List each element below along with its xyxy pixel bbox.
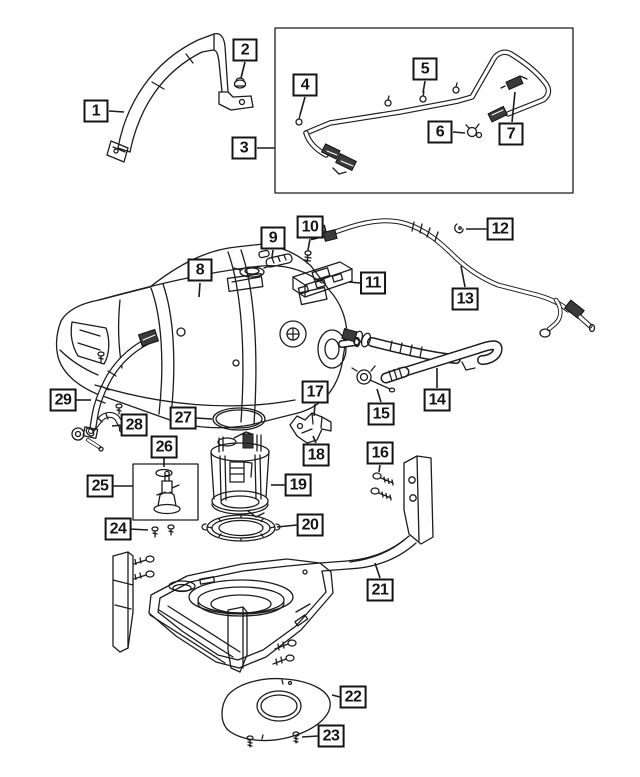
part-fuel-pump-kit	[132, 463, 199, 521]
part-bracket	[289, 412, 332, 444]
callout-4[interactable]: 4	[292, 73, 318, 97]
part-tank-seal	[212, 407, 266, 431]
part-mounting-screws	[370, 472, 394, 501]
callout-17[interactable]: 17	[301, 380, 329, 404]
part-line-clip	[419, 91, 427, 103]
callout-16[interactable]: 16	[366, 441, 394, 465]
callout-5[interactable]: 5	[412, 57, 438, 81]
part-skid-plate	[112, 455, 434, 673]
callout-24[interactable]: 24	[104, 517, 132, 541]
callout-3[interactable]: 3	[231, 136, 257, 160]
callout-9[interactable]: 9	[260, 226, 286, 250]
callout-28[interactable]: 28	[120, 413, 148, 437]
part-line-clip	[452, 82, 460, 94]
part-fuel-line-bundle	[274, 27, 574, 194]
callout-29[interactable]: 29	[49, 388, 77, 412]
part-hose-clamp-small	[465, 123, 483, 139]
callout-8[interactable]: 8	[187, 258, 213, 282]
part-push-pins	[151, 524, 175, 538]
part-o-ring	[155, 468, 173, 478]
part-cover-plate	[221, 677, 331, 742]
callout-18[interactable]: 18	[302, 443, 330, 467]
part-quick-connector	[500, 75, 528, 91]
callout-13[interactable]: 13	[451, 287, 479, 311]
part-lock-ring	[201, 514, 281, 542]
part-strap-nut	[233, 77, 247, 89]
callout-23[interactable]: 23	[317, 724, 345, 748]
part-clip	[454, 223, 464, 234]
part-tank-strap	[106, 32, 254, 163]
callout-22[interactable]: 22	[339, 685, 367, 709]
callout-21[interactable]: 21	[366, 578, 394, 602]
callout-2[interactable]: 2	[232, 38, 258, 62]
part-fuel-pump-module	[210, 431, 270, 518]
part-line-clip	[295, 114, 303, 126]
callout-11[interactable]: 11	[360, 271, 386, 295]
part-elbow-hose	[85, 403, 128, 437]
part-vent-tube	[308, 218, 596, 338]
callout-25[interactable]: 25	[86, 474, 114, 498]
part-filler-hose	[341, 328, 503, 384]
callout-26[interactable]: 26	[150, 435, 178, 459]
callout-20[interactable]: 20	[296, 513, 324, 537]
callout-19[interactable]: 19	[284, 473, 312, 497]
callout-7[interactable]: 7	[498, 122, 524, 146]
callout-6[interactable]: 6	[427, 120, 453, 144]
part-screw	[303, 250, 312, 264]
callout-15[interactable]: 15	[367, 402, 395, 426]
part-clamp	[351, 365, 396, 393]
part-line-clip	[384, 95, 392, 107]
part-control-module	[292, 261, 353, 298]
callout-1[interactable]: 1	[83, 99, 109, 123]
callout-27[interactable]: 27	[169, 406, 197, 430]
part-filler-tube	[71, 328, 160, 452]
callout-14[interactable]: 14	[423, 388, 451, 412]
part-seal-pad	[258, 249, 293, 268]
fuel-pump-group-box	[132, 463, 199, 521]
fuel-lines-group-box	[274, 27, 574, 194]
callout-12[interactable]: 12	[486, 217, 514, 241]
part-cover-screws	[246, 731, 300, 748]
callout-10[interactable]: 10	[296, 215, 324, 239]
